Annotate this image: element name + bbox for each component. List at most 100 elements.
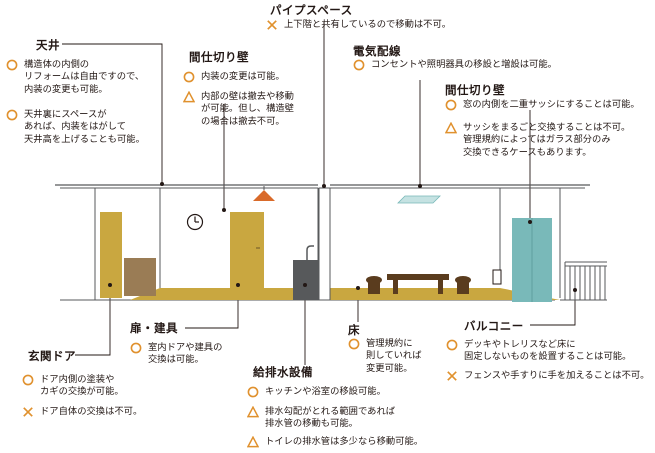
plumbing-title: 給排水設備 — [253, 365, 313, 379]
not-allowed-cross-icon — [23, 407, 33, 417]
note-line: 室内ドアや建具の — [148, 342, 223, 353]
note-line: キッチンや浴室の移設可能。 — [265, 386, 386, 397]
note-text: 内装の変更は可能。 — [201, 71, 285, 83]
ceiling-title: 天井 — [36, 38, 60, 52]
leader-lines — [62, 22, 576, 365]
partition-wall-callout: 間仕切り壁 内装の変更は可能。 内部の壁は撤去や移動が可能。但し、構造壁の場合は… — [183, 49, 323, 139]
note-line: フェンスや手すりに手を加えることは不可。 — [464, 370, 650, 381]
note-line: 交換できるケースもあります。 — [463, 146, 592, 158]
note-line: ドア内側の塗装や — [40, 374, 115, 385]
note-line: 固定しないものを設置することは可能。 — [464, 351, 632, 363]
note-text: ドア自体の交換は不可。 — [40, 406, 142, 418]
note-text: 構造体の内側のリフォームは自由ですので、内装の変更も可能。 — [24, 59, 144, 96]
pipe-space-title: パイプスペース — [270, 3, 353, 17]
ok-circle-icon — [6, 59, 18, 71]
conditional-triangle-icon — [183, 91, 195, 103]
note-text: デッキやトレリスなど床に固定しないものを設置することは可能。 — [464, 339, 631, 364]
door-fittings-title: 扉・建具 — [130, 321, 178, 335]
note-line: 内部の壁は撤去や移動 — [201, 91, 294, 102]
note-line: 上下階と共有しているので移動は不可。 — [284, 19, 452, 30]
note-text: トイレの排水管は多少なら移動可能。 — [265, 436, 423, 448]
note-line: あれば、内装をはがして — [24, 121, 126, 133]
note-line: 排水勾配がとれる範囲であれば — [265, 406, 396, 417]
interior-door — [230, 212, 264, 290]
ceiling-light-panel — [397, 195, 441, 204]
entrance-door — [100, 212, 122, 298]
note-text: 天井裏にスペースがあれば、内装をはがして天井高を上げることも可能。 — [24, 109, 145, 146]
note-line: 変更可能。 — [366, 362, 413, 374]
ceiling-callout: 天井 構造体の内側のリフォームは自由ですので、内装の変更も可能。 天井裏にスペー… — [6, 37, 176, 157]
ok-circle-icon — [22, 374, 34, 386]
callout-dots — [108, 182, 577, 292]
conditional-triangle-icon — [247, 436, 259, 448]
entrance-door-title: 玄関ドア — [28, 349, 76, 363]
sash-partition-title: 間仕切り壁 — [445, 83, 505, 97]
ok-circle-icon — [445, 99, 457, 111]
balcony-railing — [560, 261, 607, 301]
note-line: デッキやトレリスなど床に — [464, 339, 576, 350]
floor-title: 床 — [348, 323, 360, 337]
plumbing-callout: 給排水設備 キッチンや浴室の移設可能。 排水勾配がとれる範囲であれば排水管の移動… — [247, 364, 467, 452]
note-text: キッチンや浴室の移設可能。 — [265, 386, 386, 398]
ok-circle-icon — [247, 386, 259, 398]
balcony-title: バルコニー — [464, 319, 524, 333]
balcony-callout: バルコニー デッキやトレリスなど床に固定しないものを設置することは可能。 フェン… — [446, 318, 655, 388]
pipe-shaft — [318, 187, 331, 301]
note-text: 排水勾配がとれる範囲であれば排水管の移動も可能。 — [265, 406, 395, 431]
ok-circle-icon — [353, 59, 365, 71]
note-line: コンセントや照明器具の移設と増設は可能。 — [371, 59, 557, 70]
storage-cabinet — [124, 258, 156, 296]
ok-circle-icon — [348, 338, 360, 350]
note-line: ドア自体の交換は不可。 — [40, 406, 143, 417]
note-line: カギの交換が可能。 — [40, 386, 124, 398]
note-line: 内装の変更も可能。 — [24, 83, 108, 95]
floor-callout: 床 管理規約に則していれば変更可能。 — [348, 322, 448, 380]
note-text: ドア内側の塗装やカギの交換が可能。 — [40, 374, 124, 399]
ok-circle-icon — [130, 342, 142, 354]
ok-circle-icon — [446, 339, 458, 351]
note-line: 管理規約に — [366, 338, 413, 349]
electrical-outlet — [492, 269, 502, 285]
floor-left — [130, 288, 318, 300]
note-text: コンセントや照明器具の移設と増設は可能。 — [371, 59, 557, 71]
floor-right — [330, 288, 560, 300]
not-allowed-cross-icon — [447, 371, 457, 381]
note-line: トイレの排水管は多少なら移動可能。 — [265, 436, 424, 447]
note-line: 天井裏にスペースが — [24, 109, 107, 120]
note-line: リフォームは自由ですので、 — [24, 71, 145, 83]
note-text: サッシをまるごと交換することは不可。管理規約によってはガラス部分のみ交換できるケ… — [463, 122, 630, 159]
pipe-space-callout: パイプスペース 上下階と共有しているので移動は不可。 — [264, 2, 504, 36]
note-line: が可能。但し、構造壁 — [201, 103, 294, 115]
conditional-triangle-icon — [445, 122, 457, 134]
note-text: 室内ドアや建具の交換は可能。 — [148, 342, 222, 367]
sash-partition-callout: 間仕切り壁 窓の内側を二重サッシにすることは可能。 サッシをまるごと交換すること… — [445, 82, 655, 172]
low-table — [387, 274, 449, 280]
conditional-triangle-icon — [247, 406, 259, 418]
note-line: の場合は撤去不可。 — [201, 115, 285, 127]
door-fittings-callout: 扉・建具 室内ドアや建具の交換は可能。 — [130, 320, 260, 372]
note-line: 交換は可能。 — [148, 354, 204, 366]
note-line: 構造体の内側の — [24, 59, 90, 70]
ok-circle-icon — [6, 109, 18, 121]
partition-wall-title: 間仕切り壁 — [189, 50, 249, 64]
note-line: 排水管の移動も可能。 — [265, 418, 358, 430]
note-text: 上下階と共有しているので移動は不可。 — [284, 19, 451, 31]
entrance-door-callout: 玄関ドア ドア内側の塗装やカギの交換が可能。 ドア自体の交換は不可。 — [22, 348, 172, 423]
note-line: 管理規約によってはガラス部分のみ — [463, 134, 611, 146]
note-line: サッシをまるごと交換することは不可。 — [463, 122, 631, 133]
note-text: 内部の壁は撤去や移動が可能。但し、構造壁の場合は撤去不可。 — [201, 91, 294, 128]
kitchen-sink-unit — [293, 260, 319, 300]
electric-wiring-title: 電気配線 — [353, 44, 401, 58]
note-line: 天井高を上げることも可能。 — [24, 133, 145, 145]
pendant-lamp — [253, 190, 275, 201]
note-text: 管理規約に則していれば変更可能。 — [366, 338, 422, 375]
not-allowed-cross-icon — [267, 20, 277, 30]
note-line: 窓の内側を二重サッシにすることは可能。 — [463, 99, 640, 110]
note-line: 内装の変更は可能。 — [201, 71, 285, 82]
ok-circle-icon — [183, 71, 195, 83]
note-text: 窓の内側を二重サッシにすることは可能。 — [463, 99, 640, 111]
electric-wiring-callout: 電気配線 コンセントや照明器具の移設と増設は可能。 — [353, 43, 583, 79]
note-line: 則していれば — [366, 350, 422, 362]
note-text: フェンスや手すりに手を加えることは不可。 — [464, 370, 649, 382]
